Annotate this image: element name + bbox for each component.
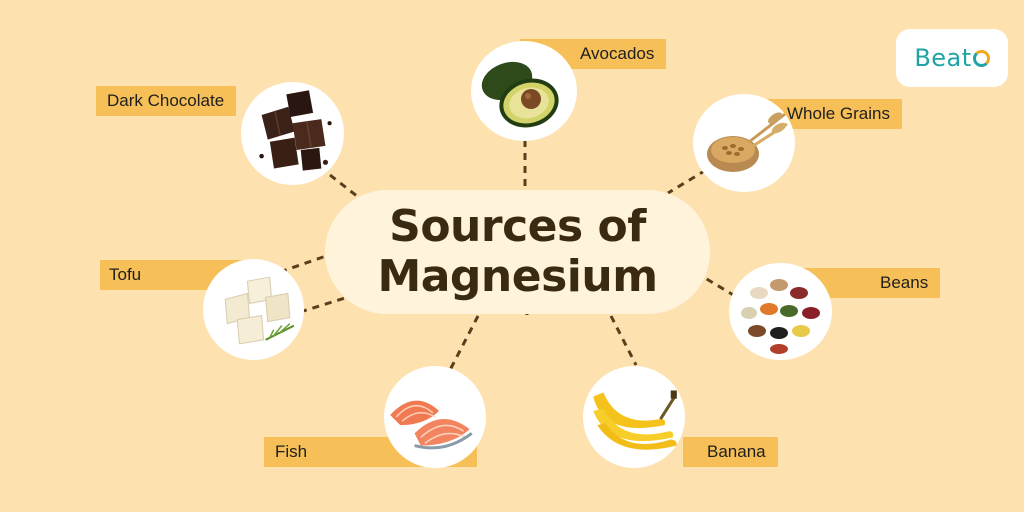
avocado-image [471,41,577,141]
brand-text: Beat [914,44,972,72]
connector-dark-chocolate [329,173,363,202]
connector-beans [704,276,736,298]
beans-image [729,263,832,360]
connector-whole-grains [667,168,707,195]
connector-fish [448,315,480,371]
whole-grains-image [693,94,795,192]
brand-logo[interactable]: Beat [896,29,1008,87]
title-line-1: Sources of [389,201,646,252]
dark-chocolate-image [241,82,344,185]
connector-banana [609,315,638,366]
title-line-2: Magnesium [377,251,658,302]
connector-tofu [279,254,327,274]
label-dark-chocolate: Dark Chocolate [96,86,237,116]
label-banana: Banana [683,437,778,467]
banana-image [583,366,685,468]
connector-tofu-lower [299,296,346,314]
fish-image [384,366,486,468]
tofu-image [203,259,304,360]
title-pill: Sources of Magnesium [325,190,710,314]
brand-o-icon [972,49,990,67]
